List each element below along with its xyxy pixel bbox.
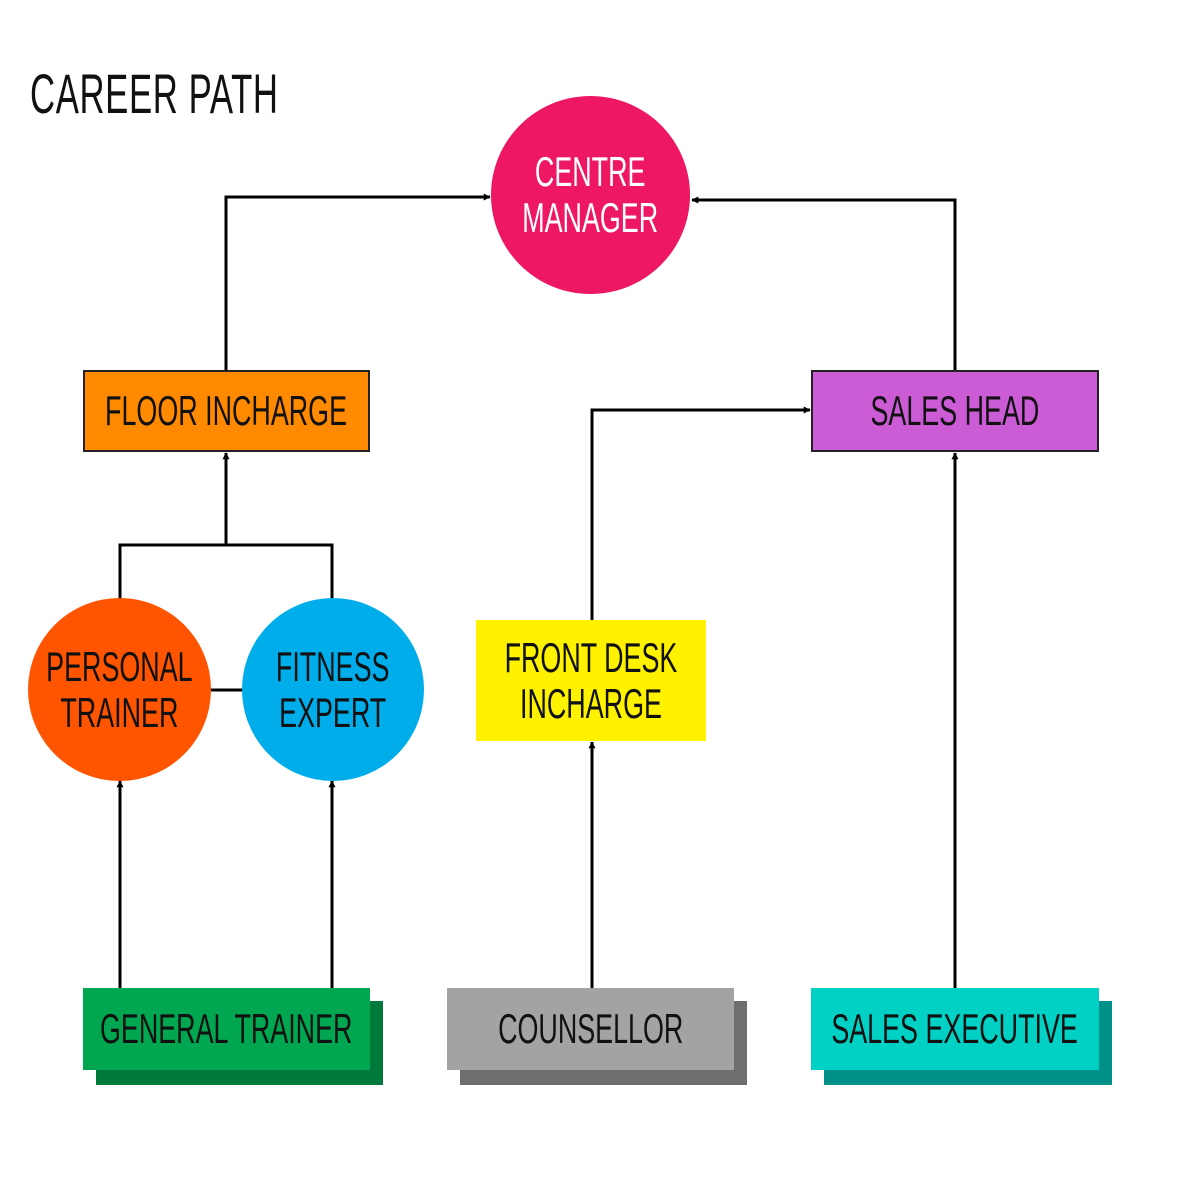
personal-trainer-label: PERSONAL TRAINER (46, 642, 193, 736)
front-desk-incharge-node: FRONT DESK INCHARGE (476, 620, 706, 741)
fitness-expert-node: FITNESS EXPERT (242, 598, 424, 781)
sales-executive-node: SALES EXECUTIVE (811, 988, 1099, 1070)
counsellor-label: COUNSELLOR (497, 1005, 684, 1052)
arrow-saleshead-to-centre (691, 196, 957, 370)
page-title: CAREER PATH (30, 62, 279, 125)
centre-manager-node: CENTRE MANAGER (491, 96, 690, 294)
general-trainer-node: GENERAL TRAINER (83, 988, 370, 1070)
sales-executive-label: SALES EXECUTIVE (831, 1005, 1079, 1052)
fitness-expert-label: FITNESS EXPERT (276, 642, 390, 736)
arrow-frontdesk-to-saleshead (590, 406, 811, 620)
general-trainer-label: GENERAL TRAINER (100, 1005, 353, 1052)
floor-incharge-label: FLOOR INCHARGE (105, 387, 348, 434)
personal-trainer-node: PERSONAL TRAINER (28, 598, 211, 781)
sales-head-node: SALES HEAD (811, 370, 1099, 452)
sales-head-label: SALES HEAD (870, 387, 1040, 434)
counsellor-node: COUNSELLOR (447, 988, 734, 1070)
floor-incharge-node: FLOOR INCHARGE (83, 370, 370, 452)
arrow-floor-to-centre (224, 193, 491, 370)
front-desk-incharge-label: FRONT DESK INCHARGE (504, 633, 678, 727)
bracket-trainers (118, 543, 334, 600)
centre-manager-label: CENTRE MANAGER (522, 148, 659, 241)
